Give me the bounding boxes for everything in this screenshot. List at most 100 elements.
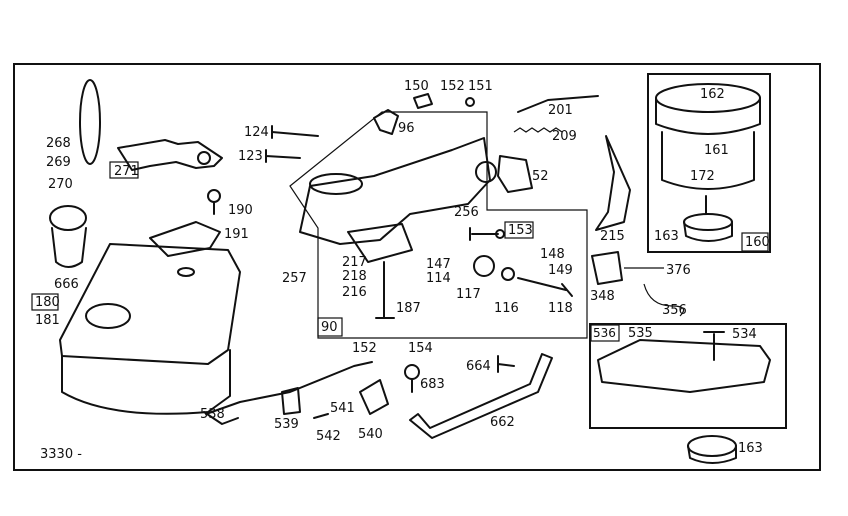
base-163: [683, 221, 733, 242]
callout-180: 180: [35, 295, 60, 310]
diagram-frame: [13, 63, 821, 471]
bracket-662: [409, 353, 553, 439]
callout-152-top: 152: [440, 79, 465, 94]
callout-256: 256: [454, 205, 479, 220]
callout-150: 150: [404, 79, 429, 94]
callout-116: 116: [494, 301, 519, 316]
callout-666: 666: [54, 277, 79, 292]
callout-535: 535: [628, 326, 653, 341]
part-96: [373, 109, 399, 135]
callout-539: 539: [274, 417, 299, 432]
callout-271: 271: [114, 164, 139, 179]
clamp-539: [281, 387, 301, 415]
gasket-191: [149, 221, 221, 257]
callout-147: 147: [426, 257, 451, 272]
part-150: [413, 93, 433, 109]
throttle-lever-538: [203, 411, 239, 425]
bolt-683: [404, 364, 420, 380]
callout-209: 209: [552, 129, 577, 144]
callout-160: 160: [745, 235, 770, 250]
tank-filler-neck: [85, 303, 131, 329]
float-bowl: [347, 223, 413, 263]
carburetor-body: [299, 137, 491, 245]
callout-163-top: 163: [654, 229, 679, 244]
callout-151: 151: [468, 79, 493, 94]
air-cleaner-cover: [655, 97, 761, 135]
filter-element: [661, 131, 755, 190]
callout-96: 96: [398, 121, 415, 136]
callout-154: 154: [408, 341, 433, 356]
callout-270: 270: [48, 177, 73, 192]
carburetor-fitting: [475, 161, 497, 183]
figure-code: 3330 -: [40, 447, 82, 462]
seal-117: [473, 255, 495, 277]
callout-191: 191: [224, 227, 249, 242]
air-cleaner-group-box: [647, 73, 771, 253]
callout-218: 218: [342, 269, 367, 284]
governor-lever: [595, 135, 631, 231]
base-163b-top: [687, 435, 737, 457]
callout-356: 356: [662, 303, 687, 318]
filter-housing: [597, 339, 771, 393]
gasket-52: [497, 155, 533, 193]
callout-534: 534: [732, 327, 757, 342]
callout-149: 149: [548, 263, 573, 278]
callout-52: 52: [532, 169, 549, 184]
fuel-cap-body: [51, 227, 87, 268]
label-box-271: [109, 161, 139, 179]
bolt-123: [265, 149, 301, 163]
governor-spring: [624, 267, 685, 317]
tank-vent: [177, 267, 195, 277]
fuel-tank-base: [61, 349, 231, 415]
callout-153: 153: [508, 223, 533, 238]
callout-114: 114: [426, 271, 451, 286]
carburetor-group-outline: [289, 111, 588, 339]
callout-201: 201: [548, 103, 573, 118]
bracket-nut: [197, 151, 211, 165]
callout-215: 215: [600, 229, 625, 244]
governor-plate: [591, 251, 623, 285]
part-151: [465, 97, 475, 107]
callout-161: 161: [704, 143, 729, 158]
callout-124: 124: [244, 125, 269, 140]
link-201: [517, 95, 599, 113]
label-box-153: [504, 221, 534, 239]
air-filter-group-box: [589, 323, 787, 429]
callout-348: 348: [590, 289, 615, 304]
callout-257: 257: [282, 271, 307, 286]
fuel-cap: [49, 205, 87, 231]
callout-540: 540: [358, 427, 383, 442]
screw-542: [313, 413, 329, 419]
gasket-ring: [79, 79, 101, 165]
callout-683: 683: [420, 377, 445, 392]
callout-541: 541: [330, 401, 355, 416]
base-163b: [687, 445, 737, 464]
callout-162: 162: [700, 87, 725, 102]
callout-181: 181: [35, 313, 60, 328]
base-163-top: [683, 213, 733, 231]
label-box-160: [741, 232, 769, 252]
callout-662: 662: [490, 415, 515, 430]
fuel-tank: [59, 243, 241, 365]
callout-152-bottom: 152: [352, 341, 377, 356]
callout-172: 172: [690, 169, 715, 184]
bolt-664: [497, 355, 515, 373]
callout-labels: 150 152 151 96 201 209 52 124 123 268 26…: [35, 79, 770, 462]
bolt-124: [271, 125, 319, 139]
screw-153: [469, 227, 499, 241]
filter-stem-534: [703, 331, 725, 361]
callout-664: 664: [466, 359, 491, 374]
callout-216: 216: [342, 285, 367, 300]
label-box-90: [317, 317, 343, 337]
callout-118: 118: [548, 301, 573, 316]
carburetor-throat: [309, 173, 363, 195]
screw-190: [207, 189, 221, 203]
label-box-536: [590, 324, 620, 342]
lever-540: [359, 379, 389, 415]
callout-190: 190: [228, 203, 253, 218]
bracket: [117, 139, 223, 171]
callout-536: 536: [593, 326, 616, 340]
callout-542: 542: [316, 429, 341, 444]
washer-116: [501, 267, 515, 281]
